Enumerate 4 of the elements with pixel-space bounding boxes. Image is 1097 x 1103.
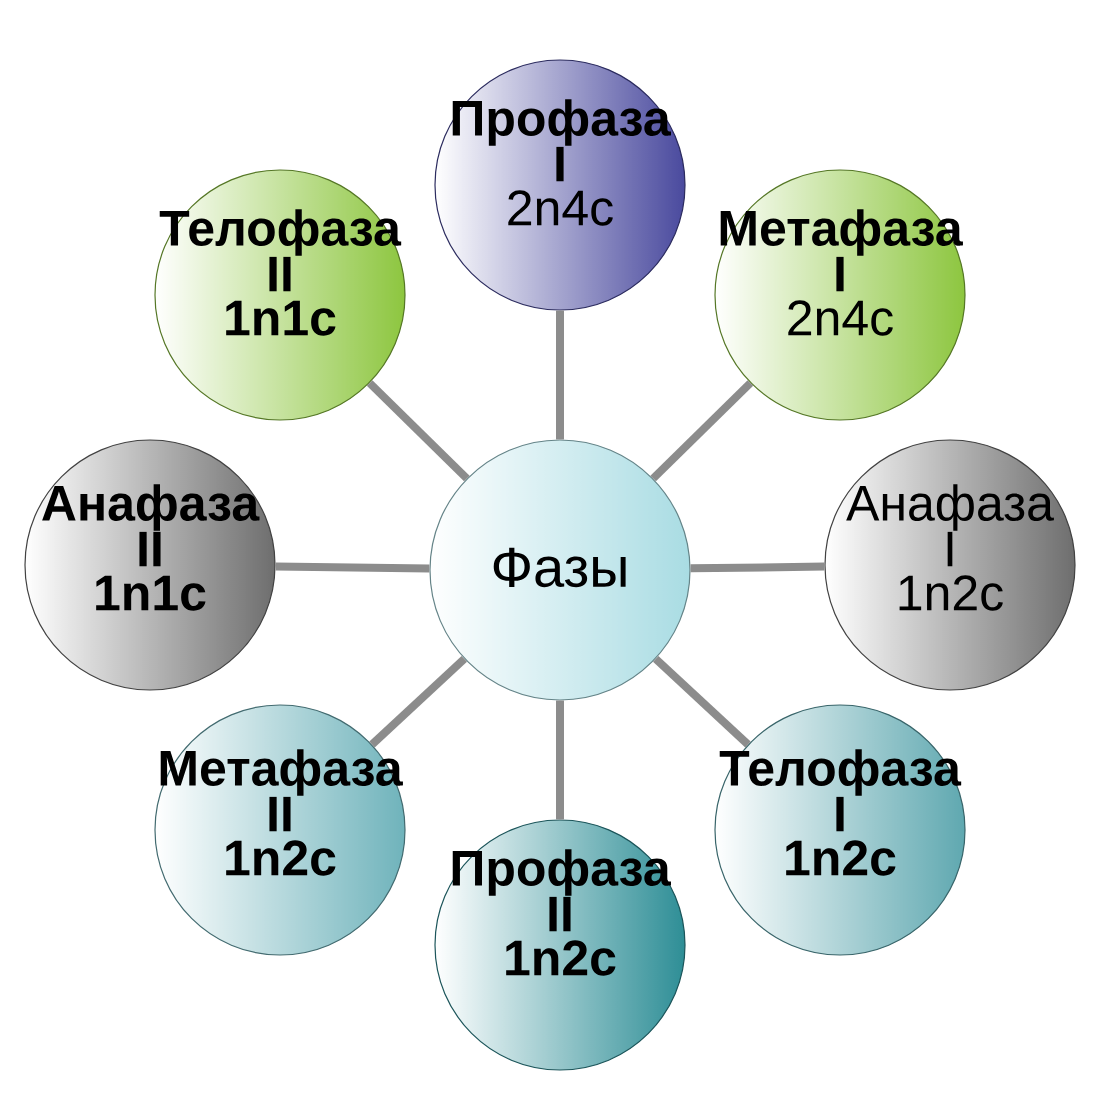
connector-line bbox=[369, 655, 468, 748]
connector-line bbox=[650, 380, 754, 482]
connector-line bbox=[366, 380, 470, 482]
connector-line bbox=[653, 655, 751, 748]
